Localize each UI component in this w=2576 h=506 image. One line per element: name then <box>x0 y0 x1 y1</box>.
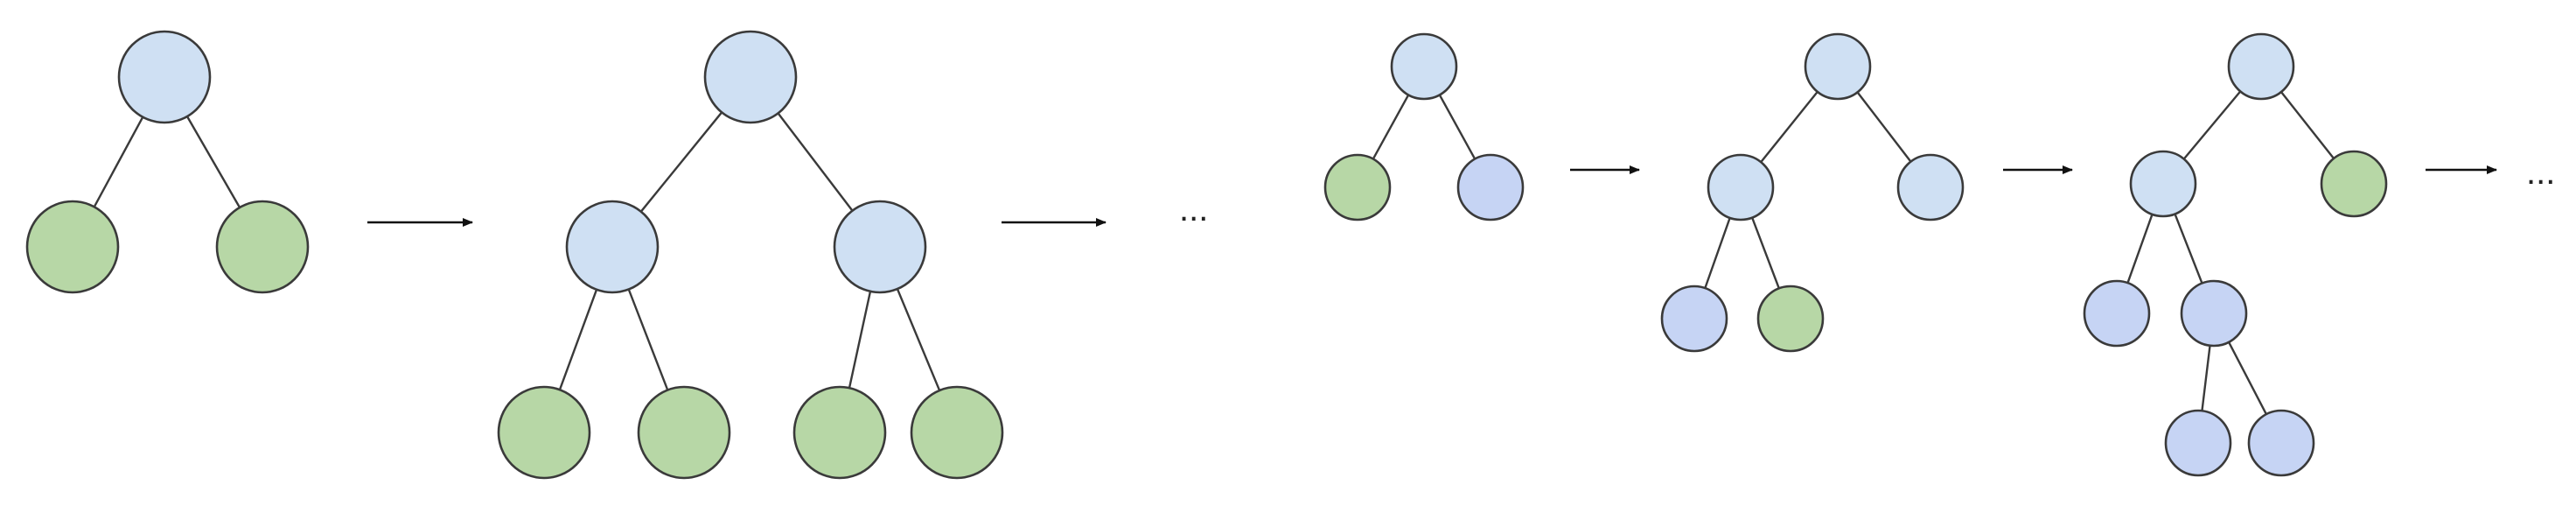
tree-level-wise-step-2 <box>497 30 1004 480</box>
panel-leaf-wise: ... <box>1323 32 2555 477</box>
leaf-node-blue <box>1456 153 1525 221</box>
leaf-node-green <box>2320 150 2388 218</box>
tree-edge <box>1856 91 1912 163</box>
internal-node <box>1896 153 1965 221</box>
internal-node <box>1707 153 1775 221</box>
tree-edge <box>1750 216 1781 290</box>
leaf-node-green <box>215 200 310 294</box>
tree-edge <box>2126 213 2154 285</box>
leaf-node-blue <box>2180 279 2248 348</box>
leaf-node-green <box>792 385 887 480</box>
panel-level-wise: ... <box>25 30 1208 480</box>
leaf-node-green <box>910 385 1004 480</box>
tree-edge <box>2279 90 2335 160</box>
tree-edge <box>93 116 144 208</box>
leaf-node-green <box>637 385 731 480</box>
tree-edge <box>2182 90 2242 160</box>
tree-edge <box>848 290 872 390</box>
tree-edge <box>627 288 669 391</box>
tree-edge <box>2201 344 2211 412</box>
tree-edge <box>1438 94 1476 160</box>
tree-edge <box>185 115 241 209</box>
leaf-node-blue <box>2247 409 2315 477</box>
continuation-ellipsis: ... <box>1179 190 1208 228</box>
internal-node <box>2227 32 2295 101</box>
tree-leaf-wise-step-3 <box>2083 32 2388 477</box>
tree-leaf-wise-step-1 <box>1323 32 1525 221</box>
tree-edge <box>2174 213 2203 285</box>
internal-node <box>117 30 212 124</box>
continuation-ellipsis: ... <box>2526 153 2555 192</box>
internal-node <box>1390 32 1458 101</box>
internal-node <box>2129 150 2197 218</box>
leaf-node-green <box>1756 285 1825 353</box>
internal-node <box>565 200 660 294</box>
internal-node <box>703 30 798 124</box>
tree-edge <box>1704 216 1731 290</box>
tree-level-wise-step-1 <box>25 30 310 294</box>
tree-edge <box>777 112 854 212</box>
tree-edge <box>1372 94 1410 160</box>
tree-edge <box>639 111 723 213</box>
tree-edge <box>558 288 598 391</box>
leaf-node-green <box>1323 153 1392 221</box>
leaf-node-green <box>25 200 120 294</box>
leaf-node-blue <box>2164 409 2232 477</box>
tree-edge <box>2227 341 2268 416</box>
leaf-node-blue <box>1660 285 1728 353</box>
internal-node <box>1804 32 1872 101</box>
tree-leaf-wise-step-2 <box>1660 32 1965 353</box>
internal-node <box>833 200 927 294</box>
leaf-node-green <box>497 385 591 480</box>
leaf-node-blue <box>2083 279 2151 348</box>
tree-edge <box>1759 90 1819 164</box>
tree-edge <box>896 287 941 392</box>
